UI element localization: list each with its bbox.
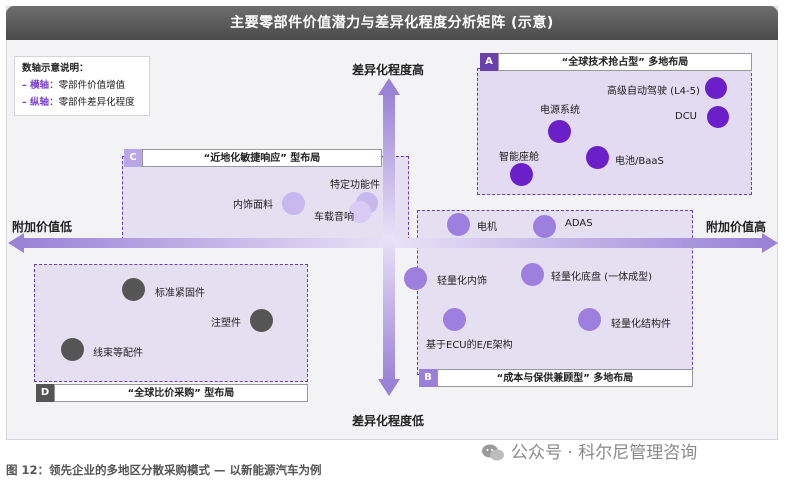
node-autonomous-driving — [705, 77, 727, 99]
legend-x-row: – 横轴：零部件价值增值 — [22, 77, 142, 94]
label-ee-architecture: 基于ECU的E/E架构 — [426, 340, 513, 351]
x-axis-left-label: 附加价值低 — [12, 220, 73, 234]
node-standard-fasteners — [122, 278, 145, 301]
diagram-title: 主要零部件价值潜力与差异化程度分析矩阵 (示意) — [6, 6, 778, 40]
zone-d-letter: D — [36, 384, 54, 402]
legend-y-text: ：零部件差异化程度 — [49, 97, 135, 108]
zone-b-header: “成本与保供兼顾型” 多地布局 — [437, 369, 693, 387]
label-lightweight-chassis: 轻量化底盘 (一体成型) — [551, 272, 652, 283]
node-wire-harness — [61, 338, 84, 361]
watermark: 公众号 · 科尔尼管理咨询 — [481, 438, 697, 463]
legend-x-prefix: – 横轴 — [22, 80, 50, 91]
label-battery: 电池/BaaS — [615, 156, 664, 167]
legend-heading: 数轴示意说明： — [22, 63, 89, 74]
label-motor: 电机 — [477, 222, 497, 233]
node-lightweight-chassis — [521, 263, 544, 286]
node-dcu — [707, 106, 729, 128]
label-interior-fabric: 内饰面料 — [233, 200, 273, 211]
x-axis-arrow-left — [8, 233, 24, 253]
label-autonomous-driving: 高级自动驾驶 (L4-5) — [607, 86, 700, 97]
zone-c-header: “近地化敏捷响应” 型布局 — [142, 149, 382, 167]
y-axis-arrow-top — [378, 78, 400, 95]
zone-d-header: “全球比价采购” 型布局 — [54, 384, 308, 402]
node-battery — [586, 146, 609, 169]
y-axis-bottom-label: 差异化程度低 — [352, 414, 425, 428]
label-power-system: 电源系统 — [540, 105, 580, 116]
zone-b — [417, 210, 693, 375]
node-ee-architecture — [443, 308, 466, 331]
node-motor — [447, 213, 470, 236]
axis-legend: 数轴示意说明： – 横轴：零部件价值增值 – 纵轴：零部件差异化程度 — [14, 56, 150, 116]
label-lightweight-interior: 轻量化内饰 — [437, 276, 487, 287]
legend-y-row: – 纵轴：零部件差异化程度 — [22, 94, 142, 111]
y-axis-arrow-bottom — [378, 379, 400, 396]
zone-a-letter: A — [480, 53, 498, 71]
label-car-audio: 车载音响 — [314, 212, 354, 223]
node-injection-parts — [250, 309, 273, 332]
node-lightweight-interior — [404, 267, 427, 290]
wechat-icon — [482, 444, 504, 461]
legend-x-text: ：零部件价值增值 — [49, 80, 126, 91]
label-smart-cockpit: 智能座舱 — [499, 152, 539, 163]
watermark-text: 公众号 · 科尔尼管理咨询 — [511, 443, 698, 463]
zone-b-letter: B — [419, 369, 437, 387]
zone-c-letter: C — [124, 149, 142, 167]
y-axis-bar — [383, 92, 395, 382]
label-standard-fasteners: 标准紧固件 — [155, 288, 205, 299]
label-adas: ADAS — [565, 218, 593, 229]
node-smart-cockpit — [510, 163, 533, 186]
node-car-audio — [349, 201, 371, 223]
node-interior-fabric — [282, 192, 305, 215]
label-lightweight-structure: 轻量化结构件 — [611, 319, 671, 330]
label-special-parts: 特定功能件 — [330, 180, 380, 191]
legend-y-prefix: – 纵轴 — [22, 97, 50, 108]
node-adas — [533, 215, 556, 238]
y-axis-top-label: 差异化程度高 — [352, 63, 425, 77]
node-lightweight-structure — [578, 308, 601, 331]
figure-caption: 图 12：领先企业的多地区分散采购模式 — 以新能源汽车为例 — [6, 463, 322, 477]
x-axis-arrow-right — [762, 233, 778, 253]
label-dcu: DCU — [675, 111, 698, 122]
x-axis-right-label: 附加价值高 — [706, 220, 767, 234]
label-wire-harness: 线束等配件 — [93, 348, 143, 359]
node-power-system — [548, 120, 571, 143]
zone-a-header: “全球技术抢占型” 多地布局 — [498, 53, 752, 71]
label-injection-parts: 注塑件 — [211, 318, 241, 329]
